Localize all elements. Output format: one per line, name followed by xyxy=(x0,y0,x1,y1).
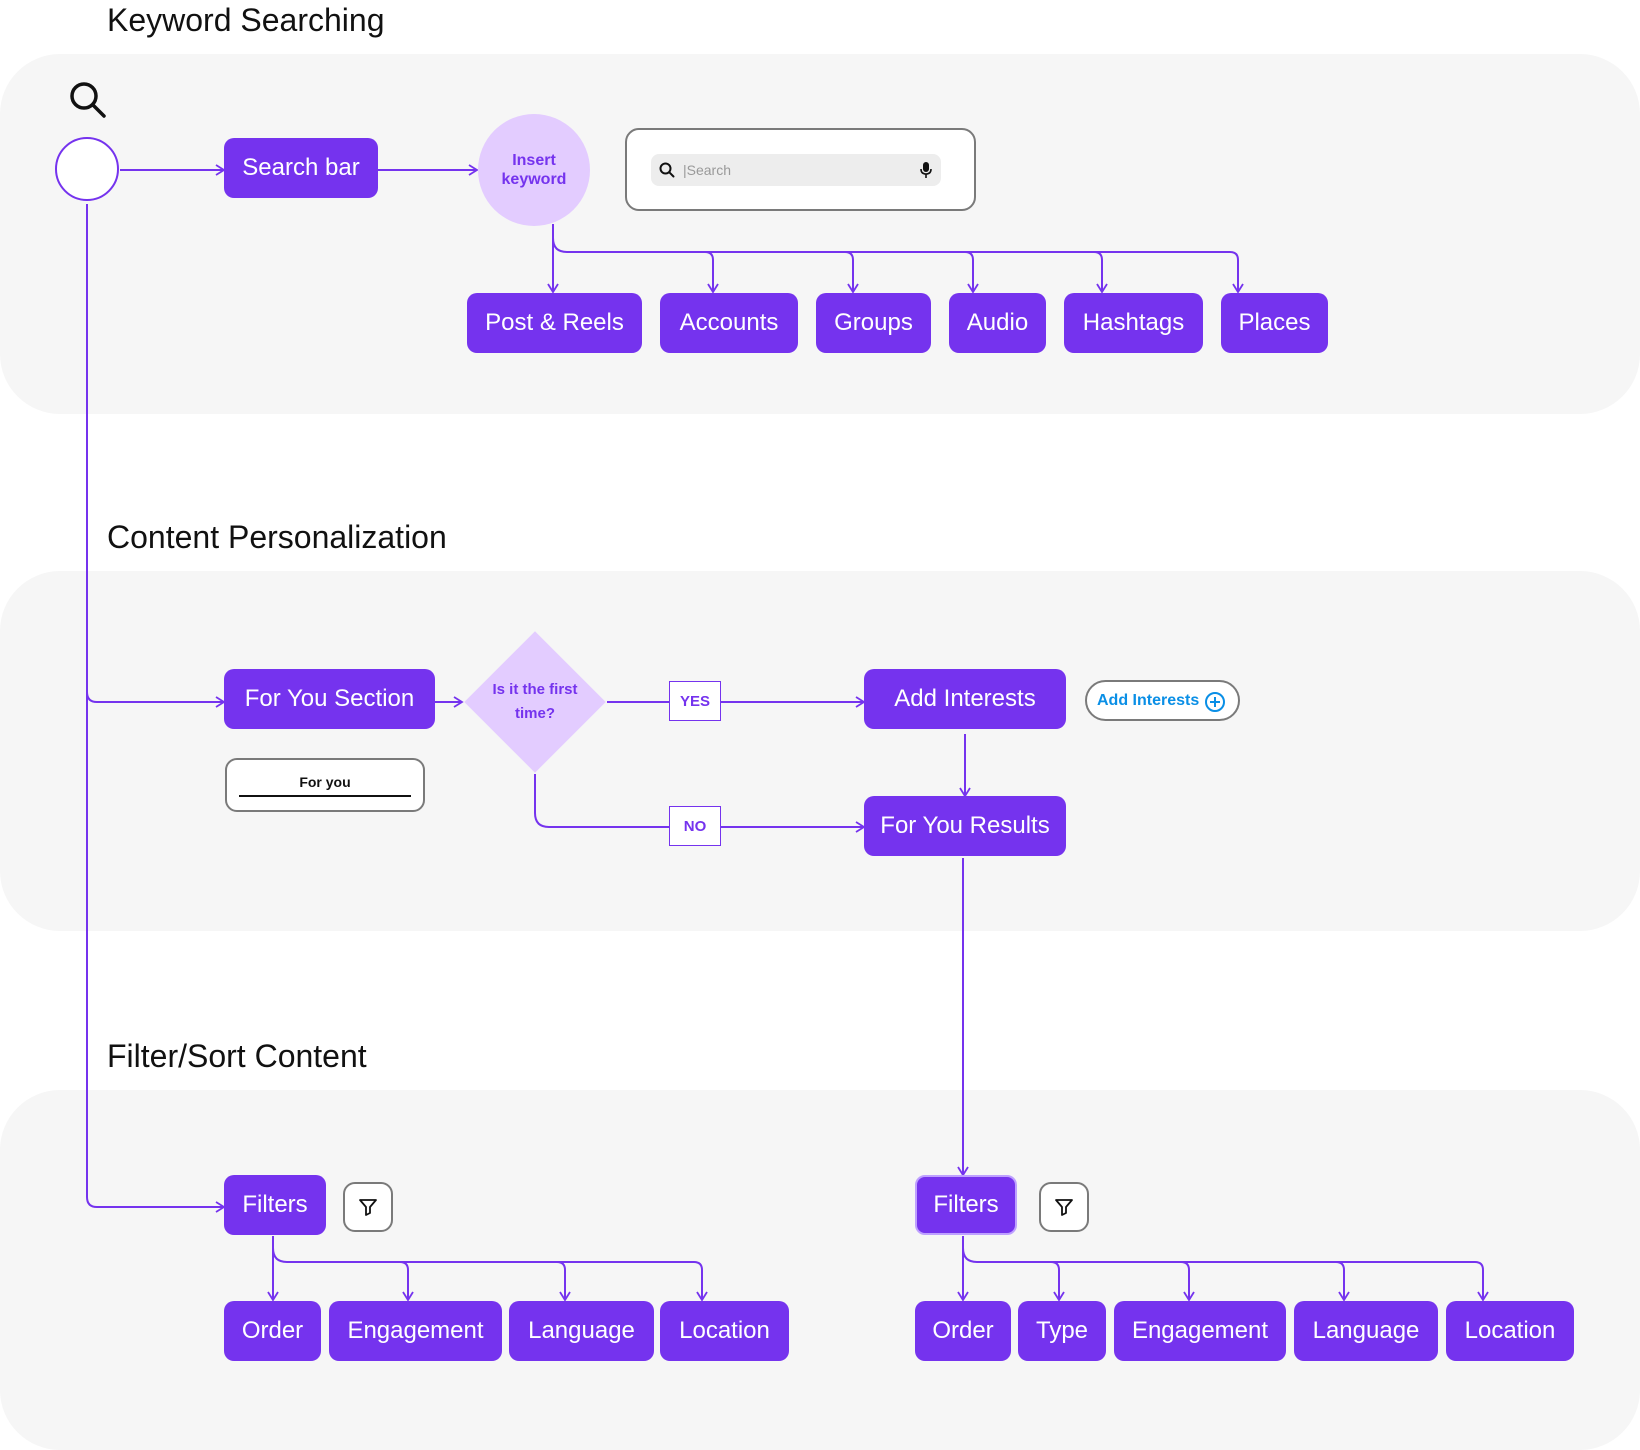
category-accounts[interactable]: Accounts xyxy=(660,293,798,353)
edge-right-branch-type xyxy=(1050,1261,1065,1302)
right-option-engagement[interactable]: Engagement xyxy=(1114,1301,1286,1361)
search-field[interactable]: |Search xyxy=(651,154,941,186)
category-post-reels[interactable]: Post & Reels xyxy=(467,293,642,353)
right-option-type[interactable]: Type xyxy=(1018,1301,1106,1361)
edge-left-filters-bus xyxy=(272,1247,708,1302)
plus-circle-icon xyxy=(1205,692,1225,712)
yes-label: YES xyxy=(669,681,721,721)
edge-right-branch-language xyxy=(1335,1261,1350,1302)
funnel-icon xyxy=(1055,1199,1073,1216)
edge-start-spine-to-filters xyxy=(86,692,226,1213)
edge-branch-hashtags xyxy=(1093,251,1108,294)
add-interests-button-mockup[interactable]: Add Interests xyxy=(1085,680,1240,721)
add-interests-node[interactable]: Add Interests xyxy=(864,669,1066,729)
search-bar-node[interactable]: Search bar xyxy=(224,138,378,198)
edge-branch-audio xyxy=(964,251,979,294)
section-title-keyword-searching: Keyword Searching xyxy=(107,2,385,38)
decision-label: Is it the first time? xyxy=(492,681,578,722)
edge-left-branch-language xyxy=(556,1261,571,1302)
edge-branch-groups xyxy=(844,251,859,294)
category-hashtags[interactable]: Hashtags xyxy=(1064,293,1203,353)
left-filters-node[interactable]: Filters xyxy=(224,1175,326,1235)
start-node[interactable] xyxy=(55,137,119,201)
search-icon xyxy=(70,82,106,118)
edge-keyword-branch-bus xyxy=(552,237,1244,294)
for-you-results-node[interactable]: For You Results xyxy=(864,796,1066,856)
section-title-content-personalization: Content Personalization xyxy=(107,519,447,555)
section-title-filter-sort: Filter/Sort Content xyxy=(107,1038,367,1074)
edge-right-filters-bus xyxy=(962,1247,1489,1302)
right-option-order[interactable]: Order xyxy=(915,1301,1011,1361)
first-time-decision: Is it the first time? xyxy=(463,630,607,774)
no-label: NO xyxy=(669,806,721,846)
left-option-location[interactable]: Location xyxy=(660,1301,789,1361)
content-personalization-band xyxy=(0,571,1640,931)
category-places[interactable]: Places xyxy=(1221,293,1328,353)
right-filters-node[interactable]: Filters xyxy=(915,1175,1017,1235)
funnel-icon xyxy=(359,1199,377,1216)
active-tab-underline xyxy=(239,795,411,797)
edge-right-branch-engagement xyxy=(1180,1261,1195,1302)
for-you-section-node[interactable]: For You Section xyxy=(224,669,435,729)
for-you-tab-label[interactable]: For you xyxy=(299,774,351,790)
search-bar-mockup: |Search xyxy=(625,128,976,211)
right-option-language[interactable]: Language xyxy=(1294,1301,1438,1361)
edge-decision-no xyxy=(534,774,866,833)
for-you-tab-mockup: For you xyxy=(225,758,425,812)
left-option-engagement[interactable]: Engagement xyxy=(329,1301,502,1361)
edge-branch-accounts xyxy=(704,251,719,294)
insert-keyword-node[interactable]: Insert keyword xyxy=(478,114,590,226)
add-interests-mock-label: Add Interests xyxy=(1097,691,1200,709)
category-groups[interactable]: Groups xyxy=(816,293,931,353)
right-filter-button[interactable] xyxy=(1039,1182,1089,1232)
right-option-location[interactable]: Location xyxy=(1446,1301,1574,1361)
category-audio[interactable]: Audio xyxy=(949,293,1046,353)
microphone-icon[interactable] xyxy=(919,161,933,179)
left-option-language[interactable]: Language xyxy=(509,1301,654,1361)
edge-start-spine-to-for-you xyxy=(86,204,226,708)
left-filter-button[interactable] xyxy=(343,1182,393,1232)
search-icon xyxy=(659,162,675,178)
search-placeholder: |Search xyxy=(683,162,731,178)
keyword-searching-band xyxy=(0,54,1640,414)
edge-left-branch-engagement xyxy=(399,1261,414,1302)
left-option-order[interactable]: Order xyxy=(224,1301,321,1361)
